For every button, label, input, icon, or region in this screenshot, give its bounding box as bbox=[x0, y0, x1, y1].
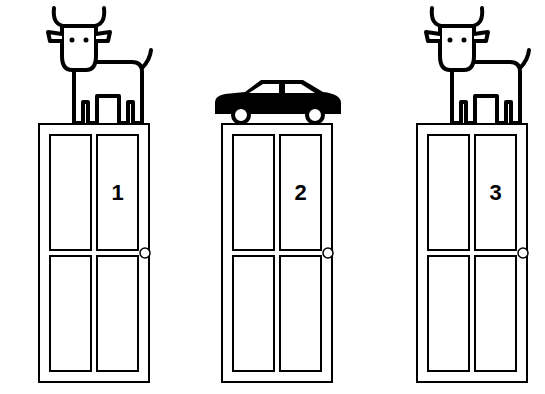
door-knob bbox=[323, 248, 333, 258]
door-number: 2 bbox=[280, 180, 321, 206]
door-knob bbox=[140, 248, 150, 258]
door-panel bbox=[280, 135, 321, 250]
door-panel bbox=[428, 256, 469, 371]
door-panel bbox=[50, 256, 91, 371]
door-box: 2 bbox=[221, 123, 333, 383]
door-panel bbox=[97, 256, 138, 371]
door-panel bbox=[233, 135, 274, 250]
door-panel bbox=[50, 135, 91, 250]
door-panels bbox=[416, 123, 528, 383]
goat-icon bbox=[48, 8, 151, 123]
door-number: 1 bbox=[97, 180, 138, 206]
door-box: 1 bbox=[38, 123, 150, 383]
goat-icon bbox=[426, 8, 529, 123]
door-knob bbox=[518, 248, 528, 258]
door-panels bbox=[38, 123, 150, 383]
door-number: 3 bbox=[475, 180, 516, 206]
door-panel bbox=[428, 135, 469, 250]
door-panel bbox=[233, 256, 274, 371]
door-panel bbox=[475, 256, 516, 371]
door-box: 3 bbox=[416, 123, 528, 383]
door-panels bbox=[221, 123, 333, 383]
door-panel bbox=[97, 135, 138, 250]
door-panel bbox=[280, 256, 321, 371]
car-icon bbox=[215, 80, 341, 123]
door-panel bbox=[475, 135, 516, 250]
